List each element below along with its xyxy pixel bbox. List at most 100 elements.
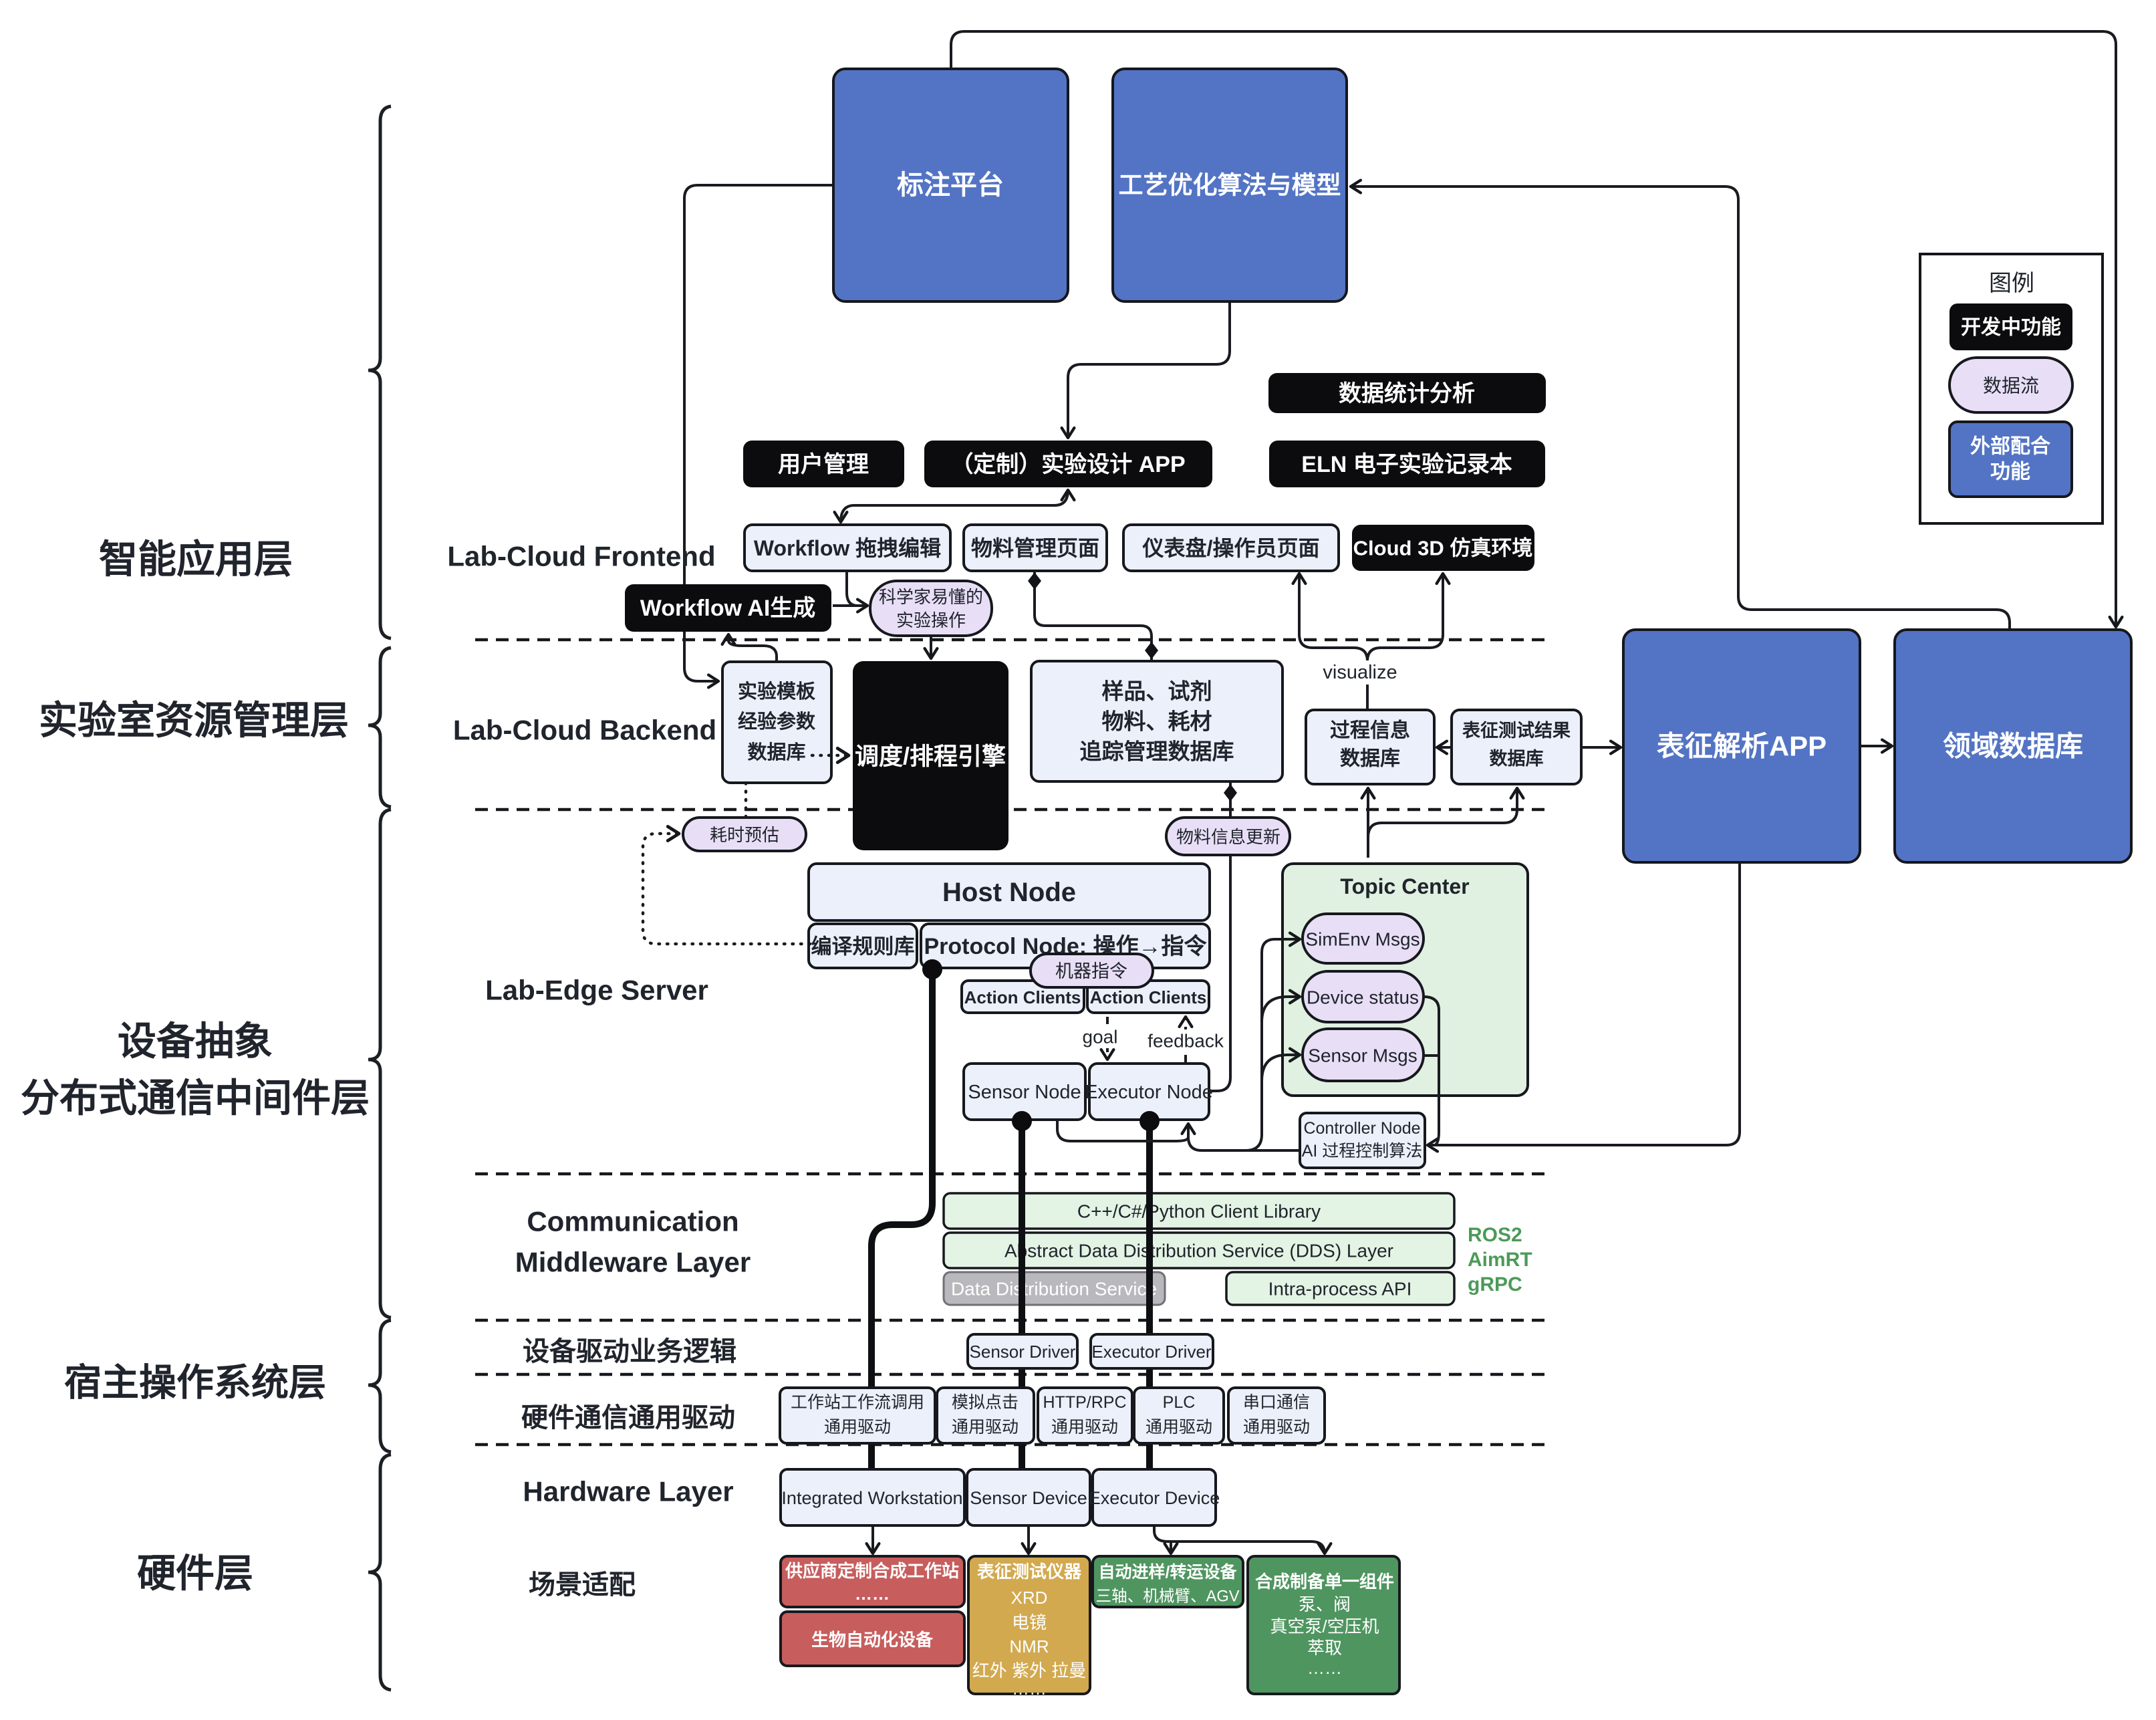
svg-text:Action Clients: Action Clients — [964, 987, 1081, 1007]
svg-text:合成制备单一组件: 合成制备单一组件 — [1255, 1572, 1394, 1592]
svg-text:……: …… — [1012, 1679, 1047, 1699]
svg-text:Action Clients: Action Clients — [1090, 987, 1207, 1007]
svg-text:场景适配: 场景适配 — [529, 1570, 636, 1600]
svg-text:Sensor Msgs: Sensor Msgs — [1308, 1046, 1417, 1066]
svg-text:物料信息更新: 物料信息更新 — [1176, 827, 1281, 847]
svg-text:红外 紫外 拉曼: 红外 紫外 拉曼 — [972, 1661, 1086, 1681]
svg-text:……: …… — [855, 1584, 890, 1604]
svg-text:设备抽象: 设备抽象 — [118, 1020, 273, 1064]
svg-text:Host Node: Host Node — [942, 878, 1076, 907]
svg-text:科学家易懂的: 科学家易懂的 — [879, 587, 983, 607]
svg-text:电镜: 电镜 — [1012, 1612, 1047, 1632]
svg-text:物料管理页面: 物料管理页面 — [971, 536, 1099, 560]
svg-text:gRPC: gRPC — [1468, 1273, 1522, 1296]
svg-text:Communication: Communication — [527, 1206, 738, 1237]
svg-text:通用驱动: 通用驱动 — [1146, 1418, 1212, 1437]
svg-text:宿主操作系统层: 宿主操作系统层 — [64, 1362, 326, 1404]
svg-text:模拟点击: 模拟点击 — [952, 1393, 1019, 1412]
svg-text:追踪管理数据库: 追踪管理数据库 — [1080, 739, 1234, 764]
svg-text:数据库: 数据库 — [1340, 748, 1400, 770]
svg-text:ELN 电子实验记录本: ELN 电子实验记录本 — [1301, 451, 1512, 477]
svg-text:AimRT: AimRT — [1468, 1249, 1532, 1271]
svg-text:生物自动化设备: 生物自动化设备 — [811, 1630, 934, 1650]
svg-text:实验模板: 实验模板 — [738, 680, 816, 703]
svg-text:自动进样/转运设备: 自动进样/转运设备 — [1099, 1562, 1238, 1582]
svg-text:通用驱动: 通用驱动 — [1051, 1418, 1118, 1437]
svg-text:样品、试剂: 样品、试剂 — [1102, 679, 1212, 704]
svg-text:Topic Center: Topic Center — [1340, 874, 1469, 898]
svg-text:分布式通信中间件层: 分布式通信中间件层 — [21, 1077, 370, 1120]
svg-text:AI 过程控制算法: AI 过程控制算法 — [1302, 1142, 1423, 1160]
svg-text:智能应用层: 智能应用层 — [99, 538, 293, 582]
svg-text:通用驱动: 通用驱动 — [824, 1418, 891, 1437]
svg-text:Executor Node: Executor Node — [1085, 1082, 1213, 1103]
svg-text:功能: 功能 — [1990, 461, 2030, 483]
svg-text:SimEnv Msgs: SimEnv Msgs — [1305, 929, 1420, 950]
svg-text:goal: goal — [1083, 1027, 1118, 1048]
svg-text:NMR: NMR — [1009, 1636, 1049, 1656]
svg-text:实验操作: 实验操作 — [896, 610, 966, 630]
svg-text:真空泵/空压机: 真空泵/空压机 — [1270, 1616, 1379, 1636]
svg-text:萃取: 萃取 — [1307, 1638, 1342, 1658]
svg-text:Executor Driver: Executor Driver — [1091, 1342, 1211, 1362]
svg-text:Cloud 3D 仿真环境: Cloud 3D 仿真环境 — [1353, 537, 1533, 560]
svg-text:工艺优化算法与模型: 工艺优化算法与模型 — [1119, 172, 1341, 199]
svg-text:visualize: visualize — [1323, 662, 1397, 683]
svg-text:仪表盘/操作员页面: 仪表盘/操作员页面 — [1142, 536, 1320, 560]
svg-text:Workflow 拖拽编辑: Workflow 拖拽编辑 — [754, 536, 941, 560]
svg-text:硬件通信通用驱动: 硬件通信通用驱动 — [521, 1403, 735, 1433]
svg-text:数据库: 数据库 — [1490, 749, 1544, 769]
svg-text:Sensor Device: Sensor Device — [970, 1488, 1087, 1508]
svg-text:（定制）实验设计 APP: （定制）实验设计 APP — [950, 451, 1185, 477]
svg-text:Data Distribution Service: Data Distribution Service — [951, 1279, 1157, 1300]
svg-text:ROS2: ROS2 — [1468, 1224, 1522, 1246]
svg-text:数据库: 数据库 — [747, 741, 805, 763]
svg-text:Hardware Layer: Hardware Layer — [523, 1476, 733, 1507]
svg-text:feedback: feedback — [1148, 1031, 1224, 1052]
svg-text:供应商定制合成工作站: 供应商定制合成工作站 — [785, 1561, 959, 1581]
svg-text:图例: 图例 — [1989, 271, 2034, 296]
svg-text:标注平台: 标注平台 — [897, 170, 1004, 200]
svg-text:机器指令: 机器指令 — [1055, 961, 1127, 981]
svg-text:Abstract Data Distribution Ser: Abstract Data Distribution Service (DDS)… — [1004, 1241, 1393, 1261]
svg-text:C++/C#/Python Client Library: C++/C#/Python Client Library — [1077, 1201, 1321, 1222]
svg-text:通用驱动: 通用驱动 — [1243, 1418, 1310, 1437]
svg-text:泵、阀: 泵、阀 — [1299, 1594, 1351, 1614]
svg-text:……: …… — [1307, 1658, 1342, 1678]
svg-text:Sensor Node: Sensor Node — [968, 1082, 1081, 1103]
svg-text:Integrated Workstation: Integrated Workstation — [781, 1488, 962, 1508]
svg-text:Workflow AI生成: Workflow AI生成 — [640, 596, 816, 621]
svg-text:PLC: PLC — [1163, 1393, 1196, 1412]
svg-text:Device status: Device status — [1307, 987, 1419, 1008]
svg-text:Lab-Cloud Frontend: Lab-Cloud Frontend — [447, 541, 715, 572]
svg-text:数据流: 数据流 — [1983, 376, 2039, 396]
svg-text:Intra-process API: Intra-process API — [1268, 1279, 1412, 1300]
svg-text:Sensor Driver: Sensor Driver — [970, 1342, 1076, 1362]
svg-text:外部配合: 外部配合 — [1970, 435, 2050, 458]
svg-text:HTTP/RPC: HTTP/RPC — [1043, 1393, 1127, 1412]
svg-text:开发中功能: 开发中功能 — [1961, 317, 2061, 339]
svg-text:表征测试仪器: 表征测试仪器 — [977, 1562, 1082, 1582]
svg-text:Middleware Layer: Middleware Layer — [515, 1247, 751, 1278]
svg-text:过程信息: 过程信息 — [1330, 719, 1410, 742]
svg-text:XRD: XRD — [1011, 1588, 1048, 1608]
svg-text:Lab-Edge Server: Lab-Edge Server — [485, 975, 708, 1006]
svg-text:三轴、机械臂、AGV: 三轴、机械臂、AGV — [1096, 1588, 1240, 1606]
svg-text:编译规则库: 编译规则库 — [811, 935, 915, 959]
svg-text:实验室资源管理层: 实验室资源管理层 — [39, 699, 349, 743]
svg-text:表征解析APP: 表征解析APP — [1657, 731, 1827, 762]
svg-text:工作站工作流调用: 工作站工作流调用 — [791, 1393, 924, 1412]
svg-text:耗时预估: 耗时预估 — [710, 825, 779, 845]
svg-text:经验参数: 经验参数 — [738, 710, 816, 733]
svg-text:串口通信: 串口通信 — [1243, 1393, 1310, 1412]
svg-text:Lab-Cloud Backend: Lab-Cloud Backend — [453, 715, 716, 746]
svg-text:表征测试结果: 表征测试结果 — [1462, 721, 1571, 741]
svg-text:设备驱动业务逻辑: 设备驱动业务逻辑 — [523, 1337, 736, 1366]
svg-text:通用驱动: 通用驱动 — [952, 1418, 1019, 1437]
svg-text:物料、耗材: 物料、耗材 — [1102, 709, 1212, 734]
svg-text:领域数据库: 领域数据库 — [1943, 731, 2083, 762]
svg-text:数据统计分析: 数据统计分析 — [1339, 381, 1475, 406]
svg-text:Controller Node: Controller Node — [1303, 1119, 1420, 1138]
svg-text:Executor Device: Executor Device — [1089, 1488, 1220, 1508]
svg-text:硬件层: 硬件层 — [137, 1552, 253, 1596]
